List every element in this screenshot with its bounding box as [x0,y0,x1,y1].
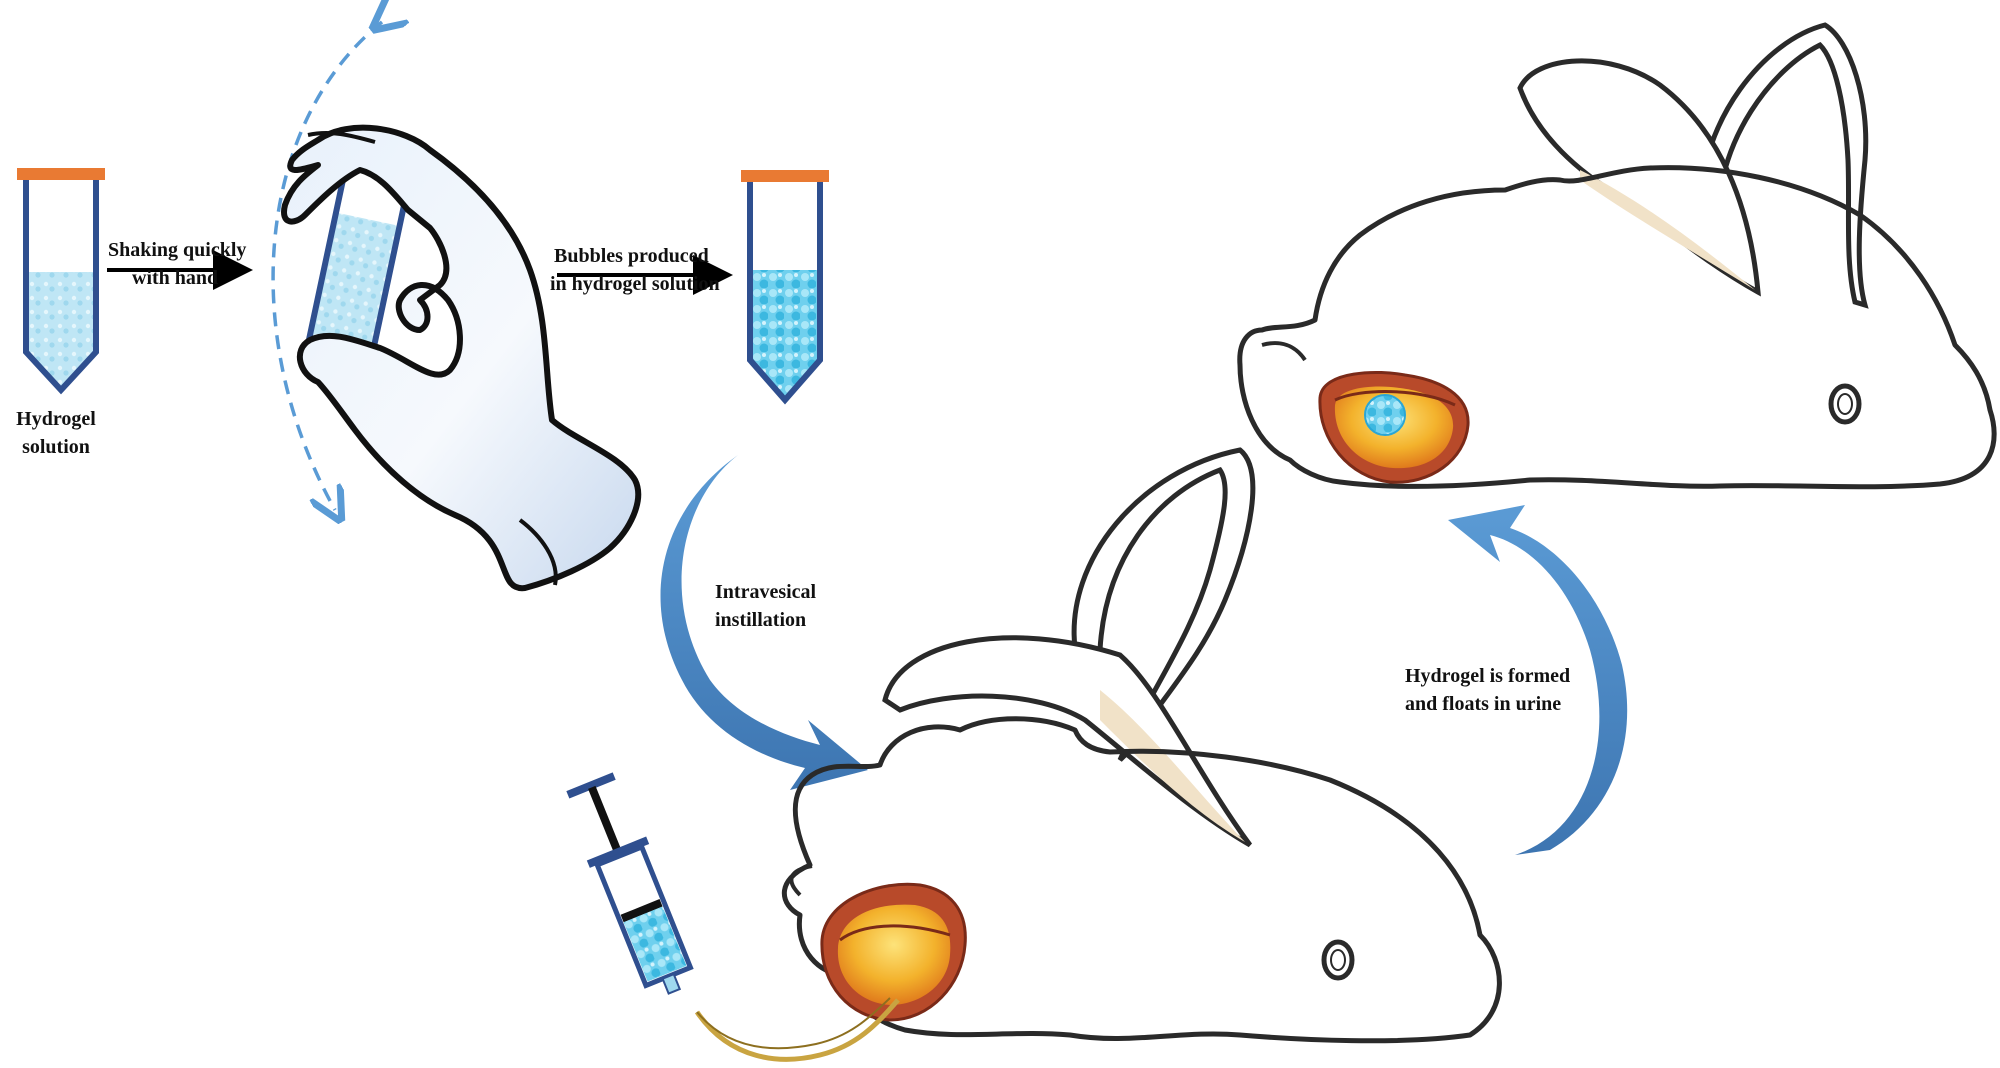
rabbit-ear-front [882,635,1253,848]
held-tube [305,167,412,359]
rabbit-body [1237,165,1997,490]
tube-cap [17,168,105,180]
label-instillation-line1: Intravesical [715,581,817,603]
shake-arc [271,22,382,510]
syringe-plunger [620,899,663,923]
label-formed-line1: Hydrogel is formed [1405,665,1571,687]
rabbit-ear-back [1697,22,1869,309]
glove-hand [281,124,642,592]
tube-cap [741,170,829,182]
label-instillation-line2: instillation [715,609,807,631]
catheter [694,998,900,1062]
label-formed-line2: and floats in urine [1405,693,1562,715]
floating-hydrogel [1364,394,1406,436]
formed-arrow [1448,505,1628,855]
syringe-flange [586,836,650,868]
label-instillation: Intravesical instillation [715,578,816,634]
label-hydrogel-solution: Hydrogel solution [8,405,104,461]
rabbit-ear-inner [1580,170,1755,290]
rabbit-eye [1828,383,1862,425]
rabbit-after [1237,22,1997,490]
bladder-before [820,882,967,1022]
rabbit-eye-inner [1330,949,1346,971]
label-hydrogel-solution-line1: Hydrogel [16,408,96,430]
tube-solution [26,272,96,386]
syringe-tip [661,972,682,995]
syringe [566,772,694,995]
label-hydrogel-solution-line2: solution [22,436,90,458]
tube-body [23,180,99,395]
instillation-arrow [660,455,868,790]
label-bubbles: Bubbles produced in hydrogel solution [550,242,720,298]
tube-hydrogel-solution [17,168,105,395]
rabbit-ear-inner [1100,690,1245,842]
label-shaking-line2: with hand [132,267,219,289]
rabbit-eye-inner [1837,393,1853,415]
rabbit-eye [1321,939,1355,981]
syringe-thumb [566,772,616,799]
tube-body [747,182,823,405]
tube-bubbly-solution [750,270,820,396]
tube-bubbles [741,170,829,405]
bladder-after [1318,370,1470,484]
rabbit-ear-front [1517,58,1761,297]
label-formed: Hydrogel is formed and floats in urine [1405,662,1570,718]
glove-outline [281,124,642,592]
syringe-fluid [623,906,687,982]
label-shaking: Shaking quickly with hand [108,236,246,292]
label-bubbles-line1: Bubbles produced [554,245,709,267]
label-bubbles-line2: in hydrogel solution [550,273,720,295]
label-shaking-line1: Shaking quickly [108,239,247,261]
